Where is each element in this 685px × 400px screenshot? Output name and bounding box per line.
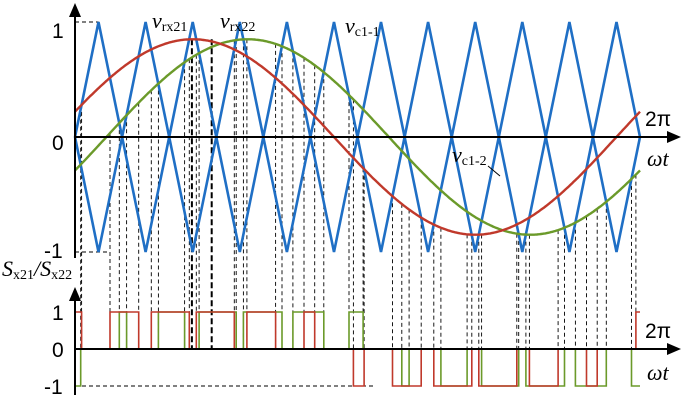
carrier-vc1-2	[73, 136, 642, 253]
label-vc1-1: vc1-1	[345, 13, 380, 40]
reference-vrx22	[74, 38, 641, 236]
label-switching: Sx21/Sx22	[2, 256, 72, 283]
leader-vc1-2	[487, 165, 501, 177]
y-tick-minus1: -1	[44, 240, 63, 263]
label-vrx21: vrx21	[152, 8, 187, 35]
switching-pulses	[75, 311, 640, 387]
b-tick-minus1: -1	[44, 376, 63, 399]
omega-t-top: ωt	[647, 146, 670, 171]
top-x-arrow	[667, 131, 681, 143]
bottom-x-arrow	[667, 343, 681, 355]
reference-waves	[74, 38, 641, 236]
bottom-y-arrow	[69, 287, 81, 301]
two-pi-bottom: 2π	[645, 320, 671, 343]
two-pi-top: 2π	[645, 108, 671, 131]
dashed-guides	[75, 21, 637, 387]
reference-vrx21	[74, 38, 641, 236]
y-tick-1: 1	[52, 20, 64, 43]
label-vrx22: vrx22	[220, 8, 255, 35]
y-tick-0: 0	[52, 132, 64, 155]
b-tick-0: 0	[52, 339, 64, 362]
top-y-arrow	[69, 3, 81, 17]
switching-sx21	[75, 311, 640, 387]
label-vc1-2: vc1-2	[452, 142, 487, 169]
omega-t-bottom: ωt	[647, 360, 670, 385]
b-tick-1: 1	[52, 302, 64, 325]
axes	[69, 3, 681, 395]
